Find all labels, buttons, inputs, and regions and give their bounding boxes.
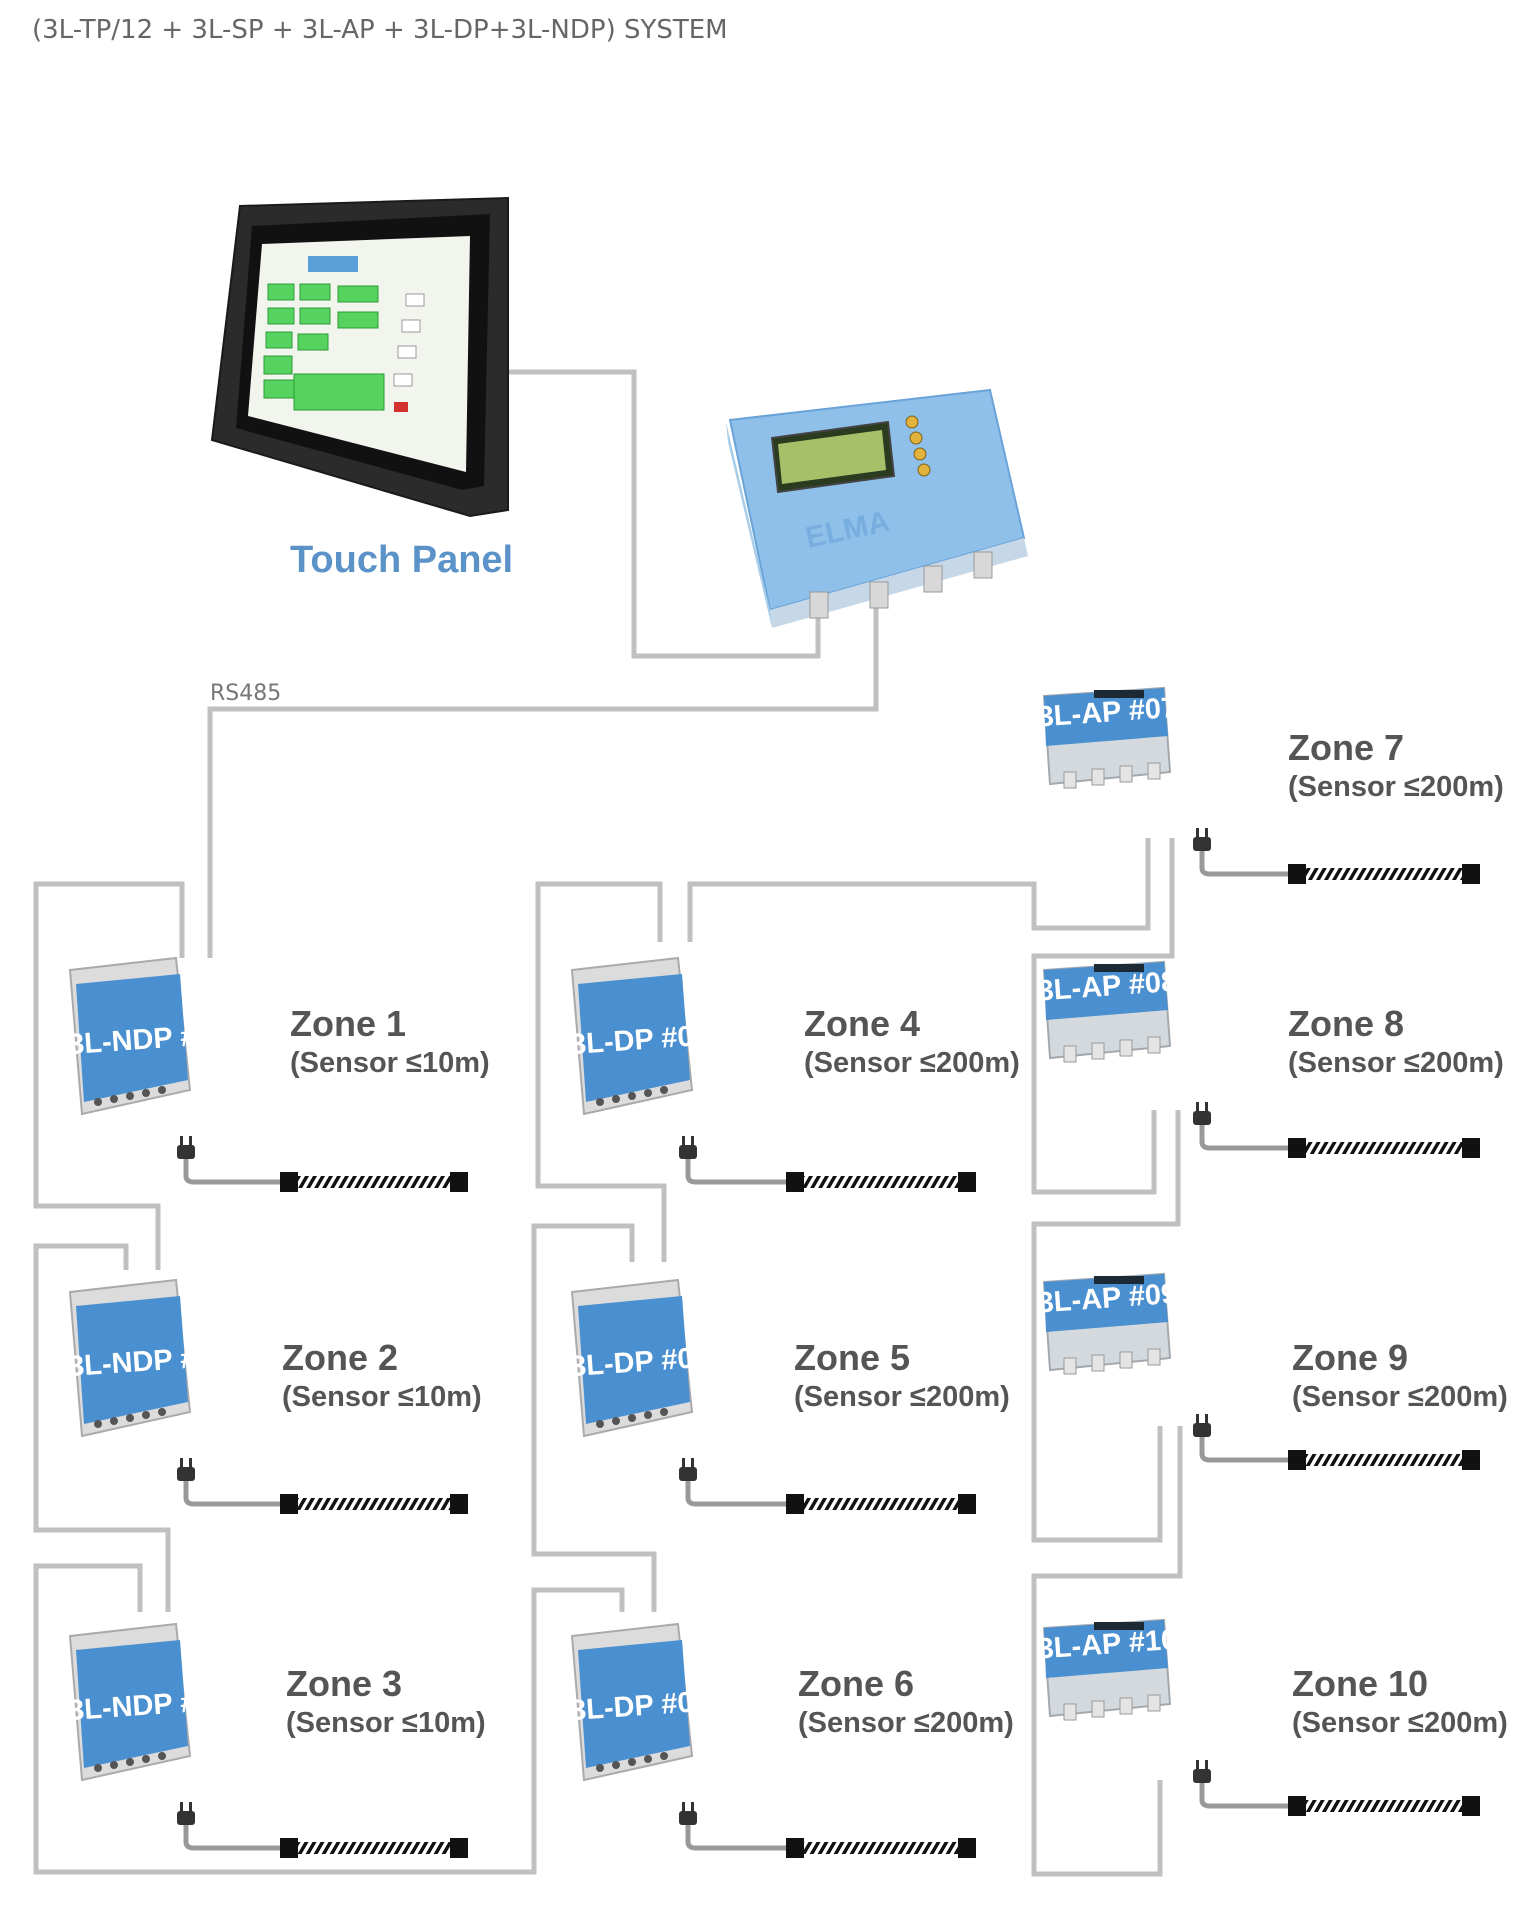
sensor-cable-bar bbox=[786, 1172, 976, 1192]
sensor-plug-icon bbox=[1193, 1760, 1211, 1783]
zone-name: Zone 8 bbox=[1288, 1003, 1404, 1044]
sensor-plug-icon bbox=[679, 1458, 697, 1481]
sensor-cable-bar bbox=[1288, 1138, 1480, 1158]
sensor-plug-icon bbox=[177, 1136, 195, 1159]
sensor-cable-bar bbox=[1288, 1796, 1480, 1816]
sensor-plug-icon bbox=[1193, 1414, 1211, 1437]
zone-name: Zone 5 bbox=[794, 1337, 910, 1378]
touch-panel-screen-buttons bbox=[263, 283, 385, 411]
ndp-module bbox=[68, 956, 192, 1116]
ap-chain-wire-1 bbox=[1031, 838, 1175, 1195]
ndp-chain-wire-2 bbox=[33, 1243, 171, 1612]
sensor-cable bbox=[1199, 1437, 1288, 1463]
wiring bbox=[33, 369, 1183, 1877]
zone-sensor-range: (Sensor ≤200m) bbox=[794, 1381, 1010, 1413]
dp-module bbox=[570, 1278, 694, 1438]
zone-name: Zone 1 bbox=[290, 1003, 406, 1044]
touch-panel-logo-icon bbox=[308, 256, 358, 272]
sensor-cable bbox=[685, 1159, 786, 1185]
dp-module bbox=[570, 1622, 694, 1782]
controller-device: ELMA bbox=[726, 388, 1028, 628]
sensor-cable bbox=[183, 1481, 280, 1507]
zone-sensor-range: (Sensor ≤200m) bbox=[1288, 1047, 1504, 1079]
zone-name: Zone 7 bbox=[1288, 727, 1404, 768]
dp-module bbox=[570, 956, 694, 1116]
zone-sensor-range: (Sensor ≤200m) bbox=[1288, 771, 1504, 803]
sensor-cable bbox=[1199, 851, 1288, 877]
ap-chain-wire-2 bbox=[1031, 1110, 1181, 1543]
zone-name: Zone 3 bbox=[286, 1663, 402, 1704]
sensor-plug-icon bbox=[1193, 828, 1211, 851]
sensor-plug-icon bbox=[177, 1802, 195, 1825]
dp-chain-wire-2 bbox=[531, 1223, 657, 1612]
ndp-chain-wire-3 bbox=[33, 1563, 625, 1875]
sensor-cable-bar bbox=[786, 1838, 976, 1858]
ap-chain-wire-3 bbox=[1031, 1426, 1183, 1877]
zone-name: Zone 9 bbox=[1292, 1337, 1408, 1378]
zone-sensor-range: (Sensor ≤10m) bbox=[282, 1381, 482, 1413]
dp-ap-link-wire bbox=[687, 838, 1151, 942]
ap-module bbox=[1042, 686, 1172, 789]
sensor-cable bbox=[183, 1825, 280, 1851]
sensor-cable-bar bbox=[280, 1172, 468, 1192]
sensor-plug-icon bbox=[679, 1136, 697, 1159]
zone-sensor-range: (Sensor ≤200m) bbox=[798, 1707, 1014, 1739]
ndp-module bbox=[68, 1622, 192, 1782]
ndp-chain-wire-1 bbox=[33, 881, 185, 1270]
page-title: (3L-TP/12 + 3L-SP + 3L-AP + 3L-DP+3L-NDP… bbox=[32, 15, 728, 45]
rs485-label: RS485 bbox=[210, 681, 281, 706]
zone-sensor-range: (Sensor ≤200m) bbox=[1292, 1707, 1508, 1739]
sensor-plug-icon bbox=[1193, 1102, 1211, 1125]
sensor-cable-bar bbox=[1288, 864, 1480, 884]
zone-name: Zone 6 bbox=[798, 1663, 914, 1704]
zone-sensor-range: (Sensor ≤200m) bbox=[1292, 1381, 1508, 1413]
zone-name: Zone 10 bbox=[1292, 1663, 1428, 1704]
zone-sensor-range: (Sensor ≤10m) bbox=[290, 1047, 490, 1079]
rs485-bus-wire bbox=[207, 594, 879, 958]
sensor-plug-icon bbox=[177, 1458, 195, 1481]
ndp-module bbox=[68, 1278, 192, 1438]
tp-controller-wire bbox=[490, 369, 821, 659]
sensor-plug-icon bbox=[679, 1802, 697, 1825]
zone-name: Zone 4 bbox=[804, 1003, 920, 1044]
sensor-cable bbox=[183, 1159, 280, 1185]
dp-chain-wire-1 bbox=[535, 881, 667, 1262]
sensor-cable-bar bbox=[1288, 1450, 1480, 1470]
sensor-cable-bar bbox=[280, 1494, 468, 1514]
ap-module bbox=[1042, 960, 1172, 1063]
zone-name: Zone 2 bbox=[282, 1337, 398, 1378]
sensor-cable-bar bbox=[786, 1494, 976, 1514]
zone-sensor-range: (Sensor ≤200m) bbox=[804, 1047, 1020, 1079]
sensor-cable bbox=[1199, 1125, 1288, 1151]
sensor-cable bbox=[1199, 1783, 1288, 1809]
sensor-cable bbox=[685, 1481, 786, 1507]
ap-module bbox=[1042, 1618, 1172, 1721]
touch-panel-label: Touch Panel bbox=[290, 539, 513, 581]
sensor-cable-bar bbox=[280, 1838, 468, 1858]
zone-sensor-range: (Sensor ≤10m) bbox=[286, 1707, 486, 1739]
touch-panel-device bbox=[210, 196, 509, 518]
sensor-cable bbox=[685, 1825, 786, 1851]
ap-module bbox=[1042, 1272, 1172, 1375]
